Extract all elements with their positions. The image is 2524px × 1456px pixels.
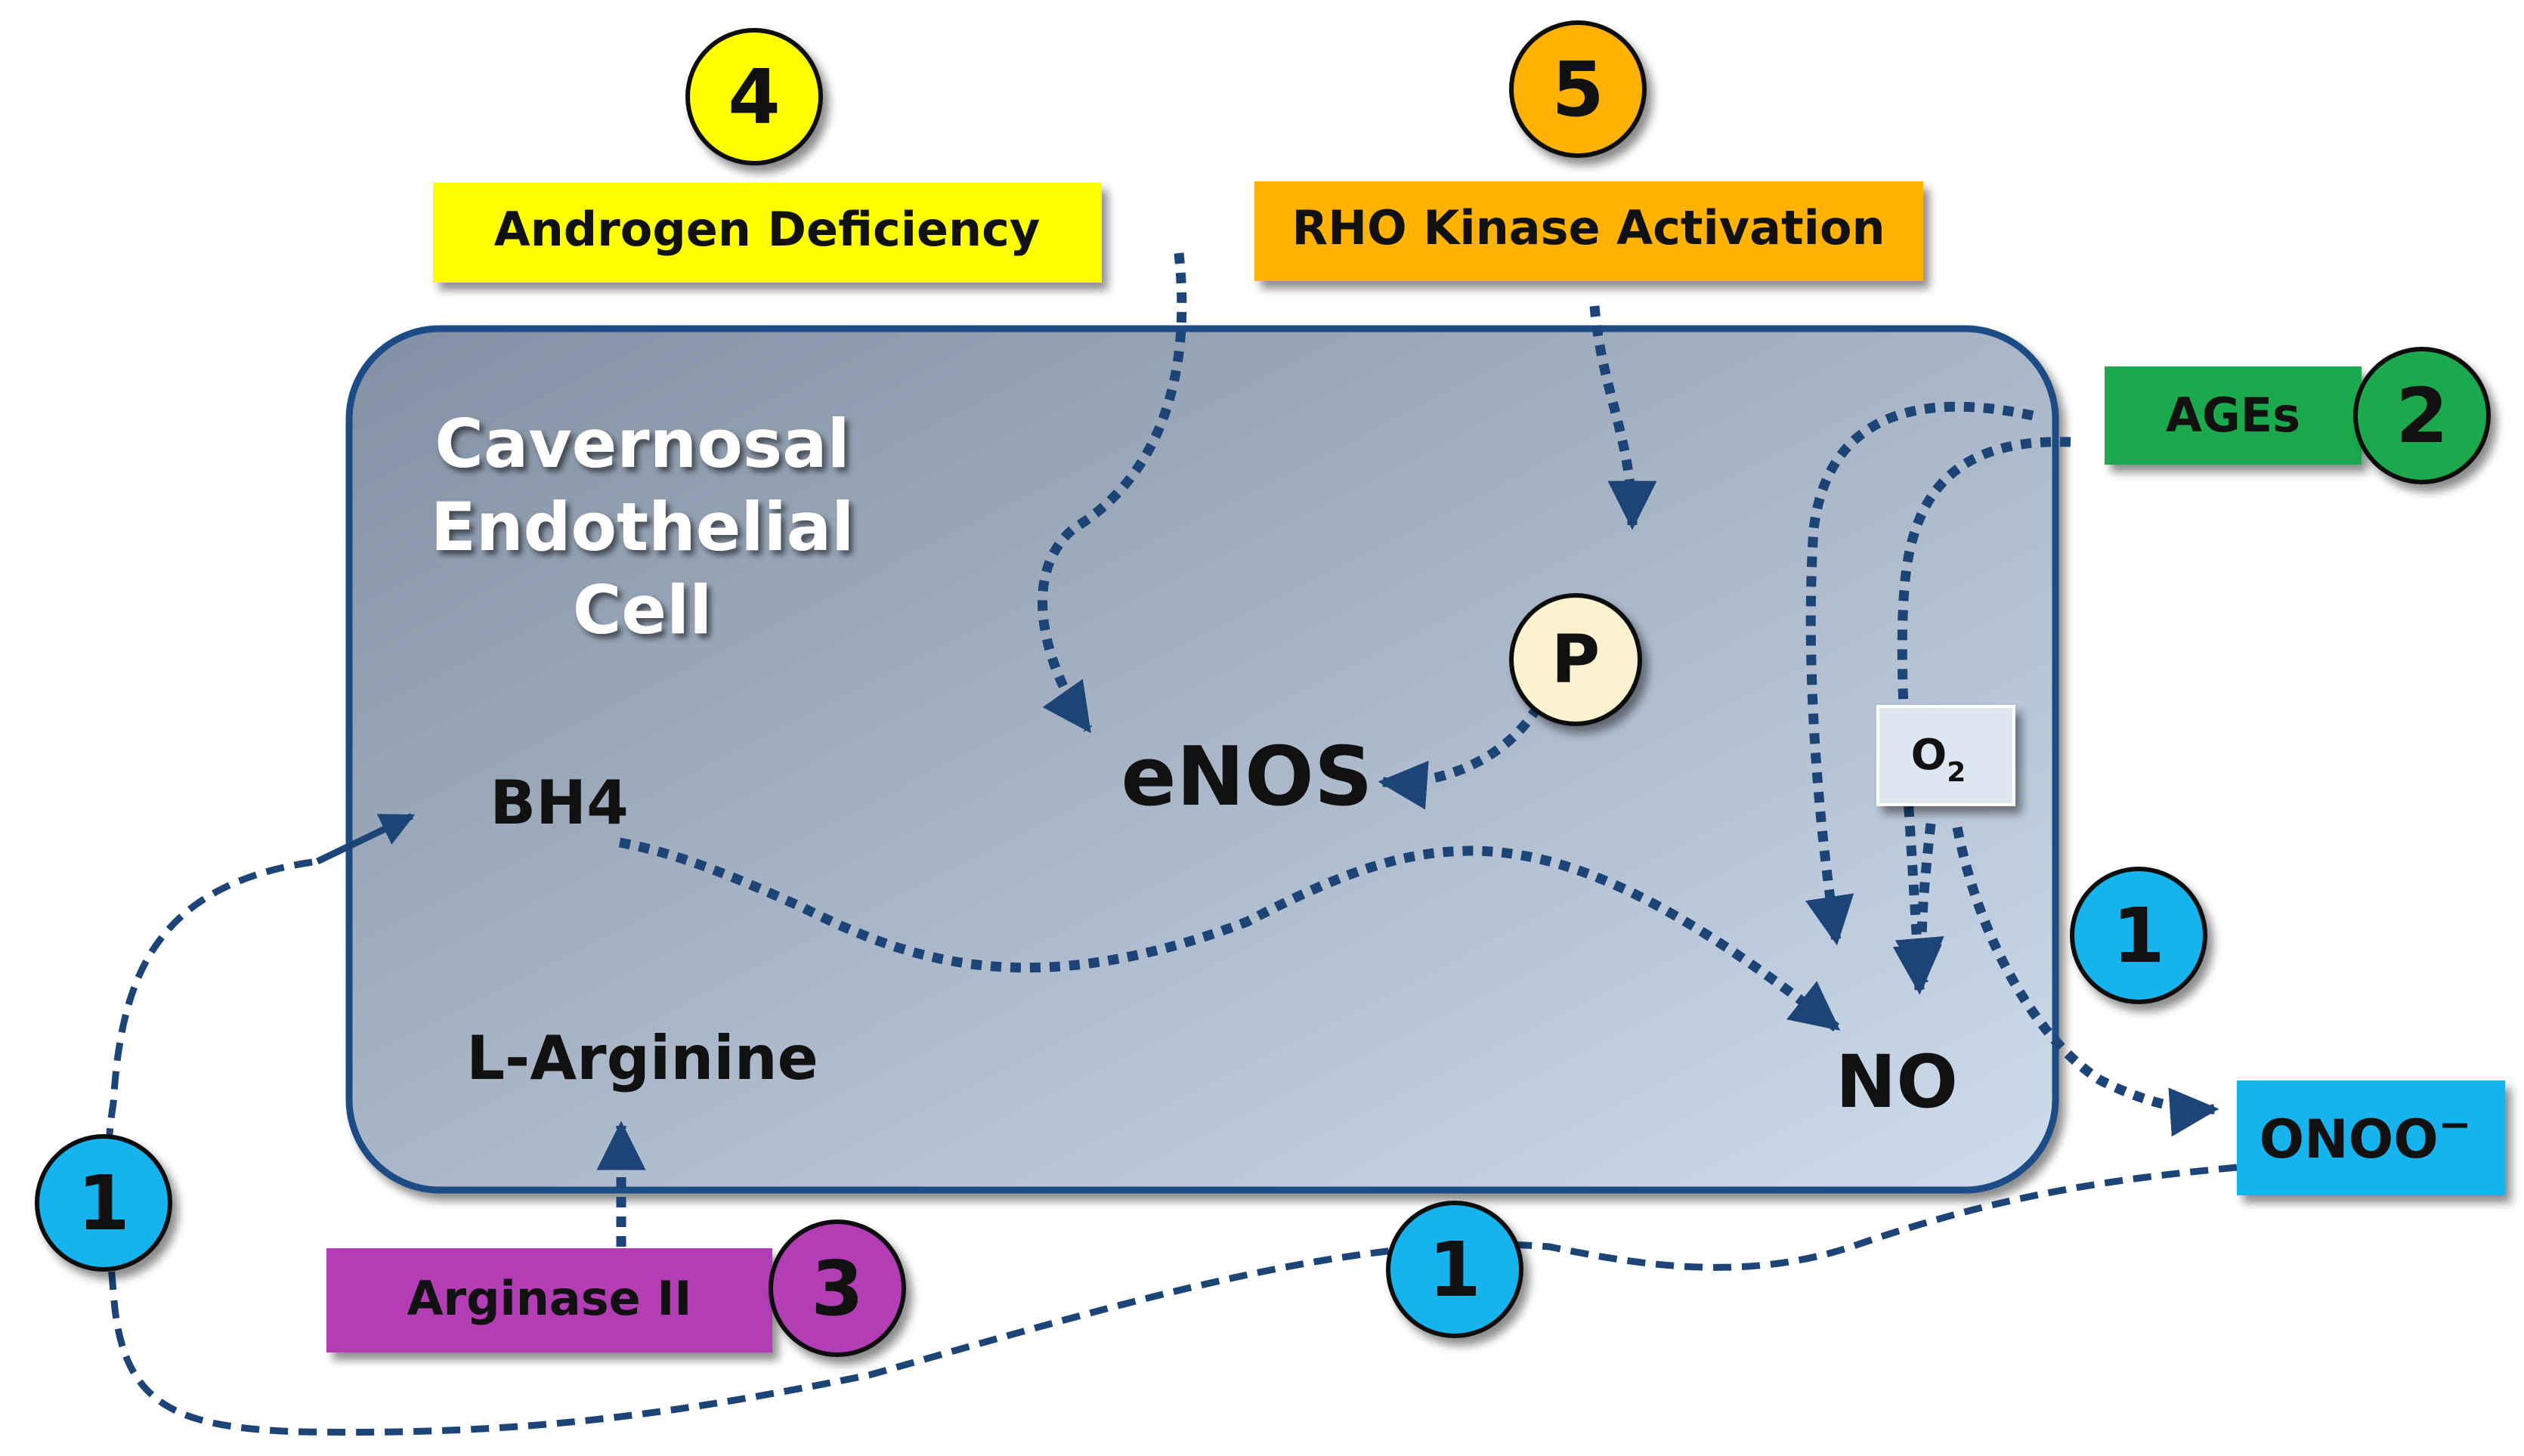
rho-label-box — [1254, 181, 1923, 281]
androgen-label-box — [433, 183, 1102, 283]
o2-box: O2 — [1876, 705, 2015, 806]
loop-arrow-to-bh4 — [316, 812, 416, 865]
arrow-o2-to-onoo — [1952, 826, 2219, 1137]
factor-1-marker-right: 1 — [2070, 867, 2207, 1004]
ages-label: AGEs — [2166, 388, 2300, 443]
cell-title-line-2: Endothelial — [431, 488, 854, 566]
factor-1-marker-bottom: 1 — [1386, 1201, 1523, 1338]
arrow-bh4-path-to-no — [618, 837, 1841, 1032]
phosphate-badge: P — [1509, 593, 1642, 726]
o2-box-bg — [1876, 705, 2015, 806]
o2-label: O2 — [1911, 731, 1966, 788]
factor-1-circle-left — [35, 1134, 172, 1272]
cell-title-line-1: Cavernosal — [435, 405, 849, 483]
pathway-arrows — [596, 252, 2219, 1247]
arrow-ages-to-no-inner — [1892, 437, 2071, 995]
factor-1-number-right: 1 — [2112, 892, 2165, 980]
factor-1-circle-bottom — [1386, 1201, 1523, 1338]
androgen-number-circle — [685, 28, 823, 165]
factor-arginase: Arginase II 3 — [326, 1220, 906, 1357]
factor-1-number-bottom: 1 — [1428, 1226, 1481, 1314]
ages-label-box — [2105, 366, 2362, 465]
arginase-label: Arginase II — [407, 1271, 692, 1326]
arrow-o2-to-no — [1895, 823, 1944, 988]
loop-onoo-to-bottom — [104, 858, 2238, 1436]
androgen-number: 4 — [728, 53, 781, 141]
arginase-number-circle — [769, 1220, 906, 1357]
cell-title-line-3: Cell — [573, 571, 713, 649]
arginase-label-box — [326, 1248, 772, 1352]
l-arginine-label: L-Arginine — [466, 1023, 818, 1093]
factor-1-circle-right — [2070, 867, 2207, 1004]
androgen-label: Androgen Deficiency — [494, 202, 1041, 257]
rho-label: RHO Kinase Activation — [1291, 200, 1885, 255]
recycling-loop — [104, 812, 2238, 1436]
cell-title: Cavernosal Endothelial Cell — [431, 405, 854, 649]
onoo-box: ONOO− — [2237, 1080, 2505, 1195]
phosphate-circle — [1509, 593, 1642, 726]
arrow-ages-to-no-outer — [1805, 401, 2034, 946]
no-label: NO — [1836, 1040, 1958, 1124]
factor-1-marker-left: 1 — [35, 1134, 172, 1272]
rho-number-circle — [1509, 20, 1647, 158]
factor-androgen-deficiency: 4 Androgen Deficiency — [433, 28, 1102, 283]
ages-number: 2 — [2396, 372, 2448, 460]
arrow-phosphate-to-enos — [1378, 703, 1542, 810]
factor-1-number-left: 1 — [77, 1159, 130, 1247]
rho-number: 5 — [1551, 45, 1604, 134]
onoo-label: ONOO− — [2260, 1102, 2472, 1170]
bh4-label: BH4 — [490, 768, 629, 838]
factor-ages: AGEs 2 — [2105, 347, 2491, 484]
cell-membrane — [345, 325, 2059, 1194]
phosphate-label: P — [1551, 620, 1601, 698]
factor-rho-kinase: 5 RHO Kinase Activation — [1254, 20, 1923, 281]
arginase-number: 3 — [811, 1244, 864, 1333]
enos-label: eNOS — [1121, 730, 1372, 824]
ages-number-circle — [2353, 347, 2491, 484]
onoo-box-bg — [2237, 1080, 2505, 1195]
